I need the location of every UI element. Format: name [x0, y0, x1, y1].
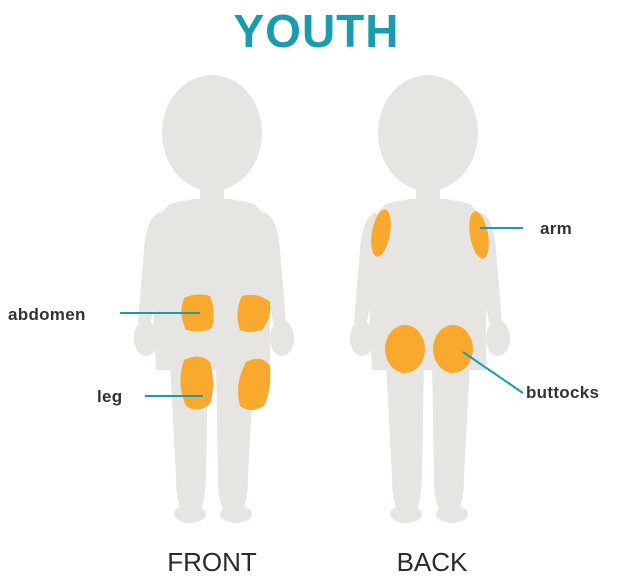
buttock-site-left: [385, 325, 425, 373]
leg-label: leg: [97, 387, 122, 407]
buttock-site-right: [433, 325, 473, 373]
buttocks-label: buttocks: [526, 383, 599, 403]
back-figure: [350, 75, 510, 523]
buttocks-leader-line: [463, 352, 523, 393]
back-view-label: BACK: [352, 547, 512, 578]
leg-site-right: [180, 356, 213, 409]
arm-label: arm: [540, 219, 572, 239]
front-figure: [134, 75, 294, 523]
front-view-label: FRONT: [132, 547, 292, 578]
abdomen-label: abdomen: [8, 305, 86, 325]
